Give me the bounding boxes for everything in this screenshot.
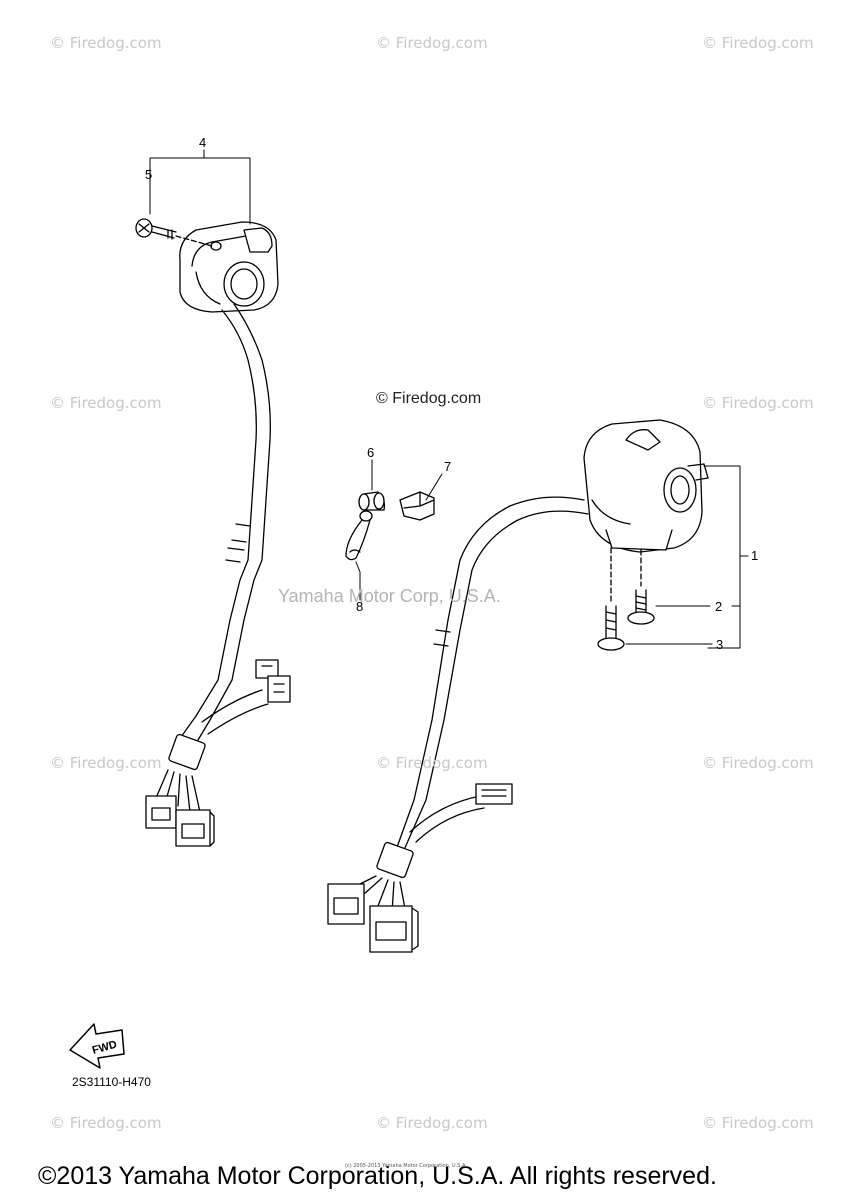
watermark: © Firedog.com: [702, 34, 814, 52]
callout-4: 4: [199, 135, 207, 150]
callout-3: 3: [716, 637, 724, 652]
watermark: © Firedog.com: [376, 754, 488, 772]
watermark-dark: © Firedog.com: [376, 390, 482, 407]
callout-5: 5: [145, 167, 153, 182]
watermark: © Firedog.com: [50, 1114, 162, 1132]
right-handlebar-switch: [327, 419, 709, 953]
center-watermark: Yamaha Motor Corp, U.S.A.: [278, 586, 501, 606]
fwd-arrow: FWD: [69, 1023, 125, 1069]
watermark: © Firedog.com: [50, 34, 162, 52]
watermark: © Firedog.com: [376, 1114, 488, 1132]
watermark: © Firedog.com: [702, 394, 814, 412]
screw-part-3: [597, 605, 625, 651]
left-handlebar-switch: [145, 221, 291, 847]
cap-part-6: [358, 491, 386, 511]
watermark: © Firedog.com: [50, 754, 162, 772]
screw-part-5: [135, 218, 177, 240]
watermark: © Firedog.com: [376, 34, 488, 52]
watermark: © Firedog.com: [702, 754, 814, 772]
screw-part-2: [627, 589, 655, 625]
callout-8: 8: [356, 599, 364, 614]
watermark: © Firedog.com: [702, 1114, 814, 1132]
diagram-code: 2S31110-H470: [72, 1075, 151, 1089]
callout-2: 2: [715, 599, 723, 614]
lamp-part-8: [345, 510, 373, 561]
watermark: © Firedog.com: [50, 394, 162, 412]
fine-print: (c) 2005-2013 Yamaha Motor Corporation, …: [345, 1163, 467, 1169]
clip-part-7: [399, 491, 435, 521]
callout-7: 7: [444, 459, 452, 474]
callout-1: 1: [751, 548, 759, 563]
copyright-footer: ©2013 Yamaha Motor Corporation, U.S.A. A…: [38, 1162, 717, 1190]
callout-6: 6: [367, 445, 375, 460]
